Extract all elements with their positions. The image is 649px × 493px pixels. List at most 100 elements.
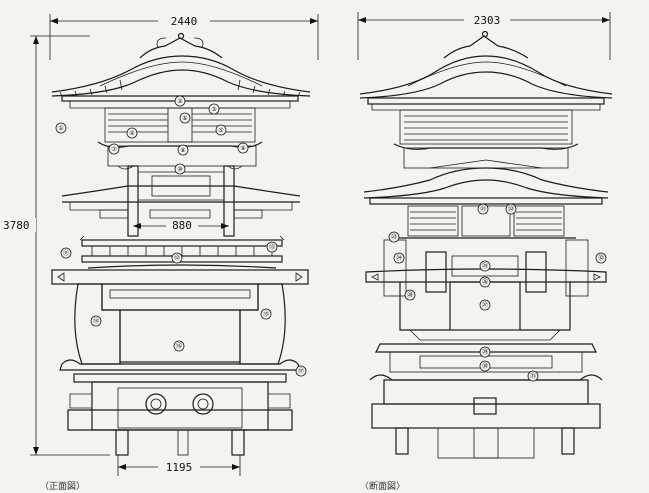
right-roof-finial xyxy=(443,30,529,59)
callout-c13: ⑬ xyxy=(266,241,278,253)
callout-r3: ㉓ xyxy=(388,231,400,243)
callout-label: ㉔ xyxy=(396,254,402,262)
callout-label: ㉕ xyxy=(482,262,488,270)
callout-c10: ⑩ xyxy=(174,163,186,175)
callout-marker xyxy=(55,122,67,134)
callout-label: ⑫ xyxy=(174,254,180,262)
callout-c5: ⑤ xyxy=(215,124,227,136)
main-body xyxy=(51,269,309,371)
callout-r8: ㉘ xyxy=(404,289,416,301)
callout-marker xyxy=(479,360,491,372)
callout-marker xyxy=(479,260,491,272)
callout-r10: ㉚ xyxy=(479,360,491,372)
callout-label: ㉛ xyxy=(530,372,536,380)
callout-r6: ㉖ xyxy=(479,276,491,288)
callout-label: ㉗ xyxy=(482,301,488,309)
callout-marker xyxy=(237,142,249,154)
callout-label: ㉘ xyxy=(407,291,413,299)
callout-marker xyxy=(479,299,491,311)
callout-label: ⑤ xyxy=(218,127,223,134)
callout-marker xyxy=(595,252,607,264)
callout-label: ⑦ xyxy=(111,146,117,153)
callout-c6: ⑥ xyxy=(179,112,191,124)
callout-marker xyxy=(479,276,491,288)
callout-r11: ㉛ xyxy=(527,370,539,382)
callout-label: ㉖ xyxy=(482,278,488,286)
callout-label: ㉚ xyxy=(482,362,488,370)
dim-height-left: 3780 xyxy=(2,35,110,456)
callout-c7: ⑦ xyxy=(108,143,120,155)
callout-marker xyxy=(295,365,307,377)
callout-marker xyxy=(208,103,220,115)
right-main-body xyxy=(365,255,607,341)
callout-marker xyxy=(108,143,120,155)
callout-marker xyxy=(404,289,416,301)
dim-top-width-right: 2303 xyxy=(357,12,611,60)
callout-marker xyxy=(60,247,72,259)
callout-label: ① xyxy=(58,125,63,132)
callout-c12: ⑫ xyxy=(171,252,183,264)
caption-section-view: 〈断面図〉 xyxy=(360,480,405,492)
callout-c17: ⑰ xyxy=(295,365,307,377)
upper-railing xyxy=(79,235,285,269)
lower-roof xyxy=(61,185,301,219)
callout-label: ㉒ xyxy=(508,205,514,213)
callout-c4: ④ xyxy=(126,127,138,139)
callout-label: ㉑ xyxy=(480,205,486,213)
callout-label: ⑧ xyxy=(180,147,185,154)
callout-r9: ㉙ xyxy=(479,346,491,358)
callout-label: ㉓ xyxy=(391,233,397,241)
callout-label: ④ xyxy=(129,130,134,137)
dim-label-1195: 1195 xyxy=(166,461,193,474)
callout-marker xyxy=(505,203,517,215)
callout-c1: ① xyxy=(55,122,67,134)
callout-r1: ㉑ xyxy=(477,203,489,215)
caption-front-view: （正面図） xyxy=(40,481,85,492)
callout-marker xyxy=(266,241,278,253)
dim-label-3780: 3780 xyxy=(3,219,30,232)
callout-marker xyxy=(173,340,185,352)
callout-marker xyxy=(126,127,138,139)
dim-inner-width-left: 880 xyxy=(133,219,229,232)
callout-marker xyxy=(174,95,186,107)
callout-label: ⑰ xyxy=(298,367,304,375)
callout-c9: ⑨ xyxy=(237,142,249,154)
left-elevation: 2440 3780 xyxy=(2,14,319,492)
callout-marker xyxy=(171,252,183,264)
callout-label: ⑨ xyxy=(240,145,245,152)
callout-label: ② xyxy=(177,98,183,105)
callout-marker xyxy=(90,315,102,327)
dim-label-2440: 2440 xyxy=(171,15,198,28)
callout-label: ㉙ xyxy=(482,348,488,356)
callout-c2: ② xyxy=(174,95,186,107)
dim-top-width-left: 2440 xyxy=(49,14,319,60)
callout-label: ⑬ xyxy=(269,243,275,251)
right-upper-brackets xyxy=(393,109,579,169)
callout-r7: ㉗ xyxy=(479,299,491,311)
callout-label: ⑮ xyxy=(263,310,269,318)
callout-label: ⑭ xyxy=(93,317,99,325)
callout-c8: ⑧ xyxy=(177,144,189,156)
callout-label: ⑥ xyxy=(182,115,187,122)
callout-label: ⑯ xyxy=(176,342,182,350)
dim-label-2303: 2303 xyxy=(474,14,501,27)
crest-ornaments xyxy=(145,393,214,415)
callout-r4: ㉔ xyxy=(393,252,405,264)
callout-marker xyxy=(174,163,186,175)
callout-marker xyxy=(479,346,491,358)
callout-label: ㉜ xyxy=(598,254,604,262)
middle-posts xyxy=(127,165,235,237)
callout-c15: ⑮ xyxy=(260,308,272,320)
callout-marker xyxy=(393,252,405,264)
callout-r2: ㉒ xyxy=(505,203,517,215)
callout-marker xyxy=(177,144,189,156)
dim-label-880: 880 xyxy=(172,219,192,232)
callout-c11: ⑪ xyxy=(60,247,72,259)
callout-c3: ③ xyxy=(208,103,220,115)
callout-label: ③ xyxy=(211,106,216,113)
left-callouts: ① ② ③ ④ ⑤ ⑥ ⑦ ⑧ ⑨ ⑩ ⑪ ⑫ ⑬ ⑭ ⑮ ⑯ ⑰ xyxy=(55,95,307,377)
right-upper-roof xyxy=(359,55,613,111)
